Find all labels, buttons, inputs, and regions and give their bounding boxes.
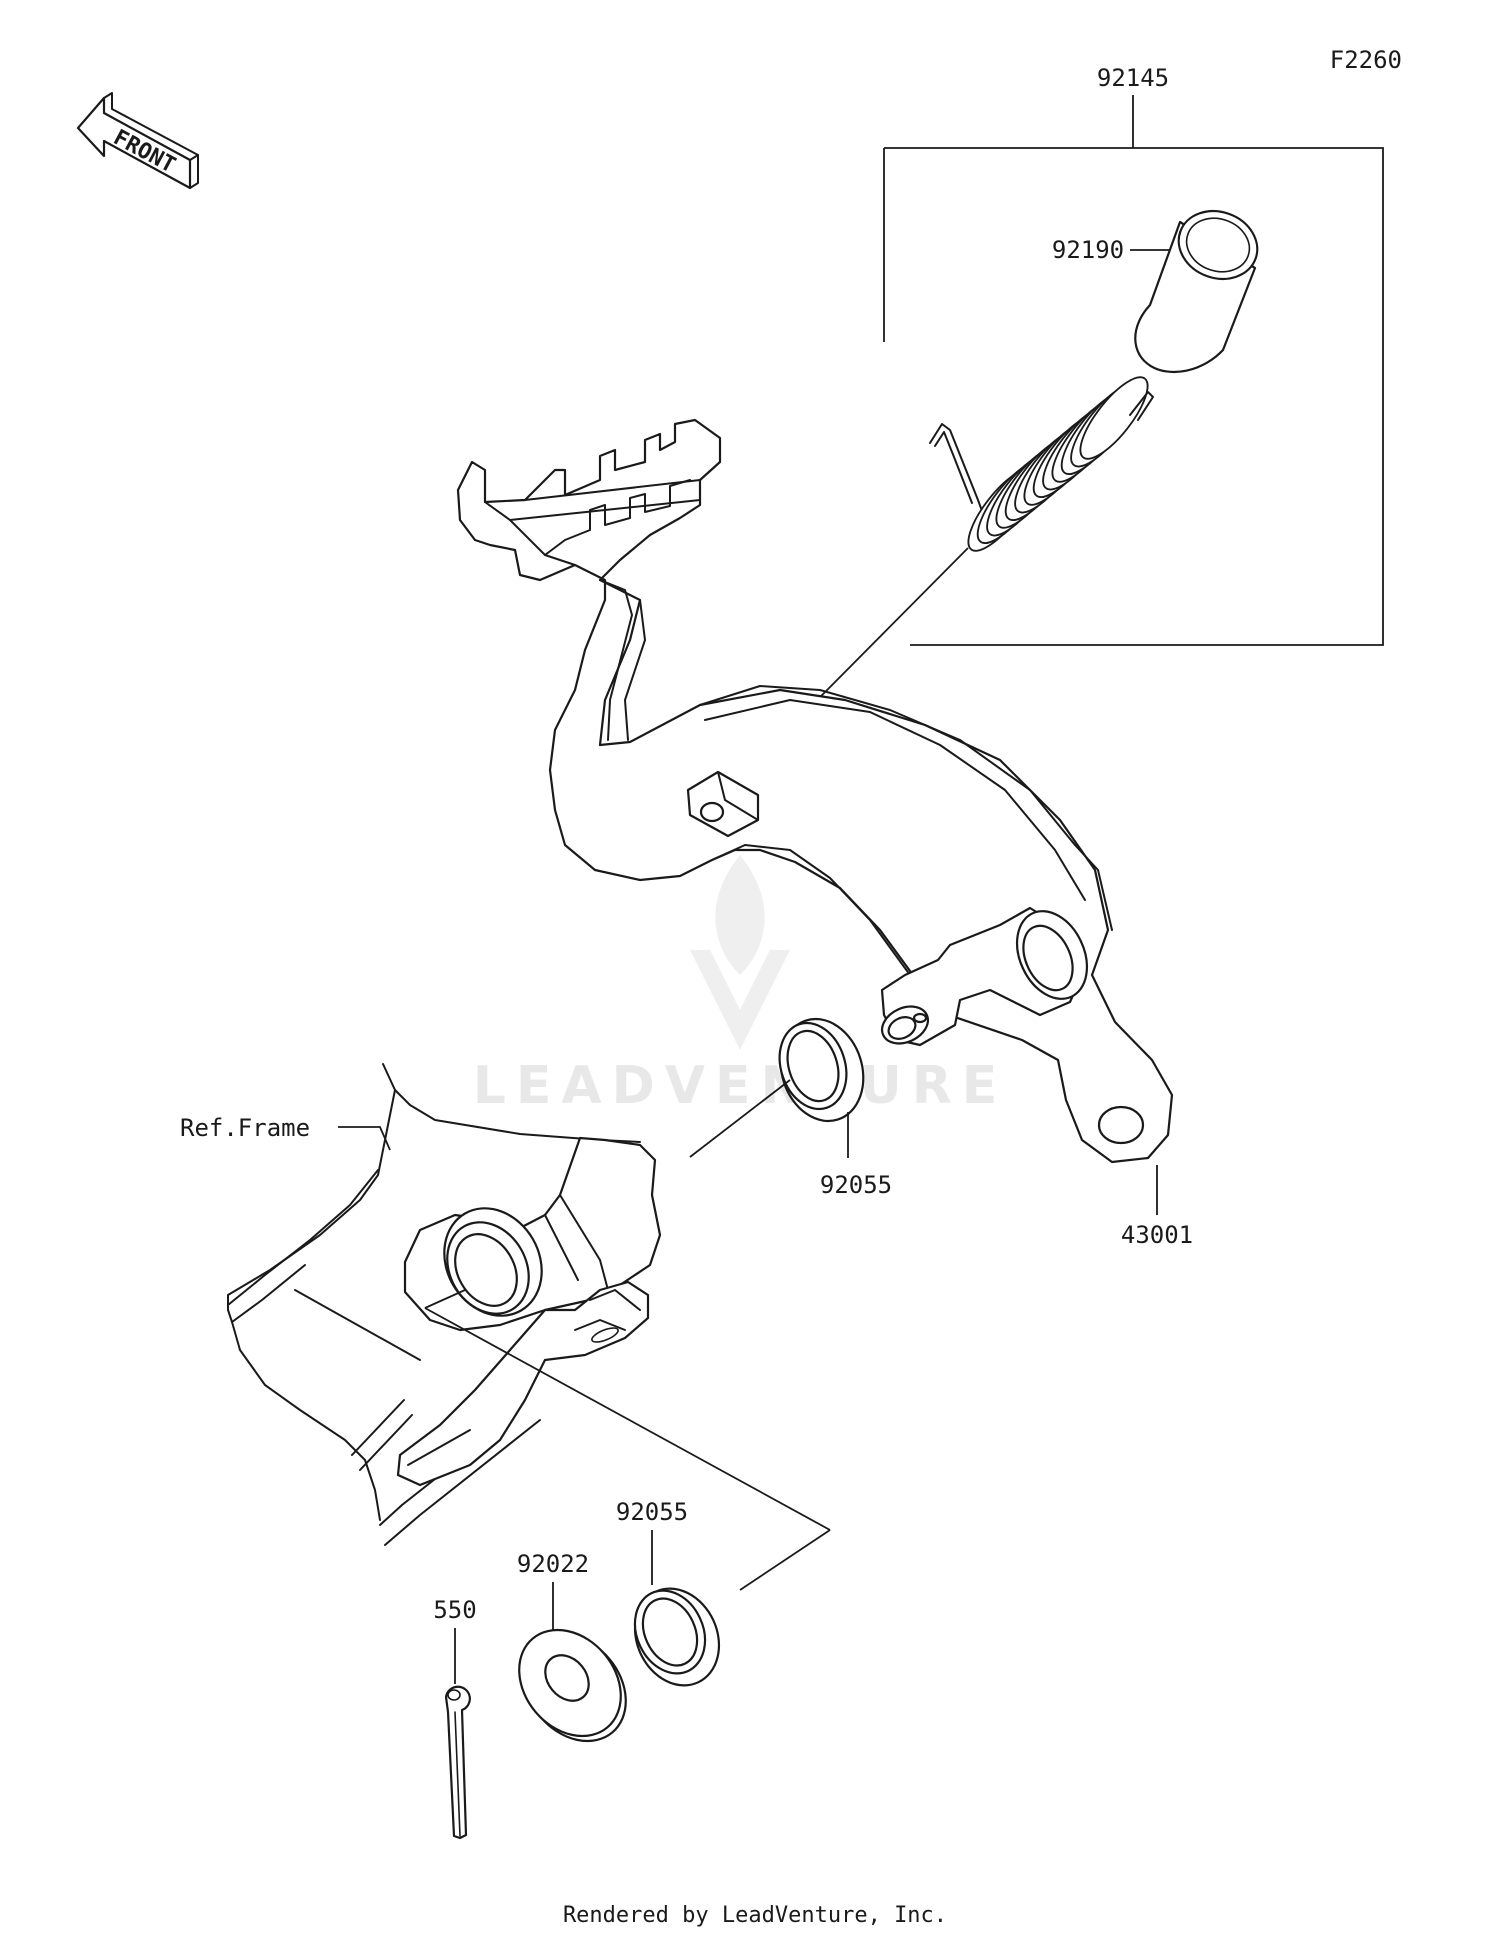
part-label-43001[interactable]: 43001 (1121, 1221, 1193, 1249)
watermark: LEADVENTURE (473, 855, 1008, 1116)
return-spring (929, 376, 1154, 552)
watermark-v-icon (690, 950, 790, 1050)
diagram-code: F2260 (1330, 46, 1402, 74)
washer: 92022 (517, 1550, 627, 1743)
frame-label: Ref.Frame (180, 1114, 310, 1142)
part-label-92022[interactable]: 92022 (517, 1550, 589, 1578)
oil-seal-right: 92055 (689, 1017, 892, 1199)
part-label-92145[interactable]: 92145 (1097, 64, 1169, 92)
cotter-pin: 550 (433, 1596, 477, 1840)
collar-sleeve: 92190 (1052, 210, 1259, 374)
spring-coils (967, 376, 1149, 552)
part-label-92055-lower[interactable]: 92055 (616, 1498, 688, 1526)
part-label-550[interactable]: 550 (433, 1596, 476, 1624)
oil-seal-lower: 92055 (616, 1498, 721, 1687)
spring-kit-box: 92145 (883, 64, 1384, 646)
part-label-92190[interactable]: 92190 (1052, 236, 1124, 264)
watermark-text: LEADVENTURE (473, 1056, 1008, 1116)
part-label-92055-right[interactable]: 92055 (820, 1171, 892, 1199)
reference-frame: Ref.Frame (180, 1063, 831, 1591)
spring-coil (1079, 376, 1149, 460)
brake-pedal: 43001 (456, 418, 1193, 1249)
watermark-flame-icon (715, 855, 765, 975)
front-arrow-label: FRONT (109, 125, 179, 178)
front-arrow-icon: FRONT (76, 92, 199, 190)
footer-credit: Rendered by LeadVenture, Inc. (563, 1903, 947, 1928)
